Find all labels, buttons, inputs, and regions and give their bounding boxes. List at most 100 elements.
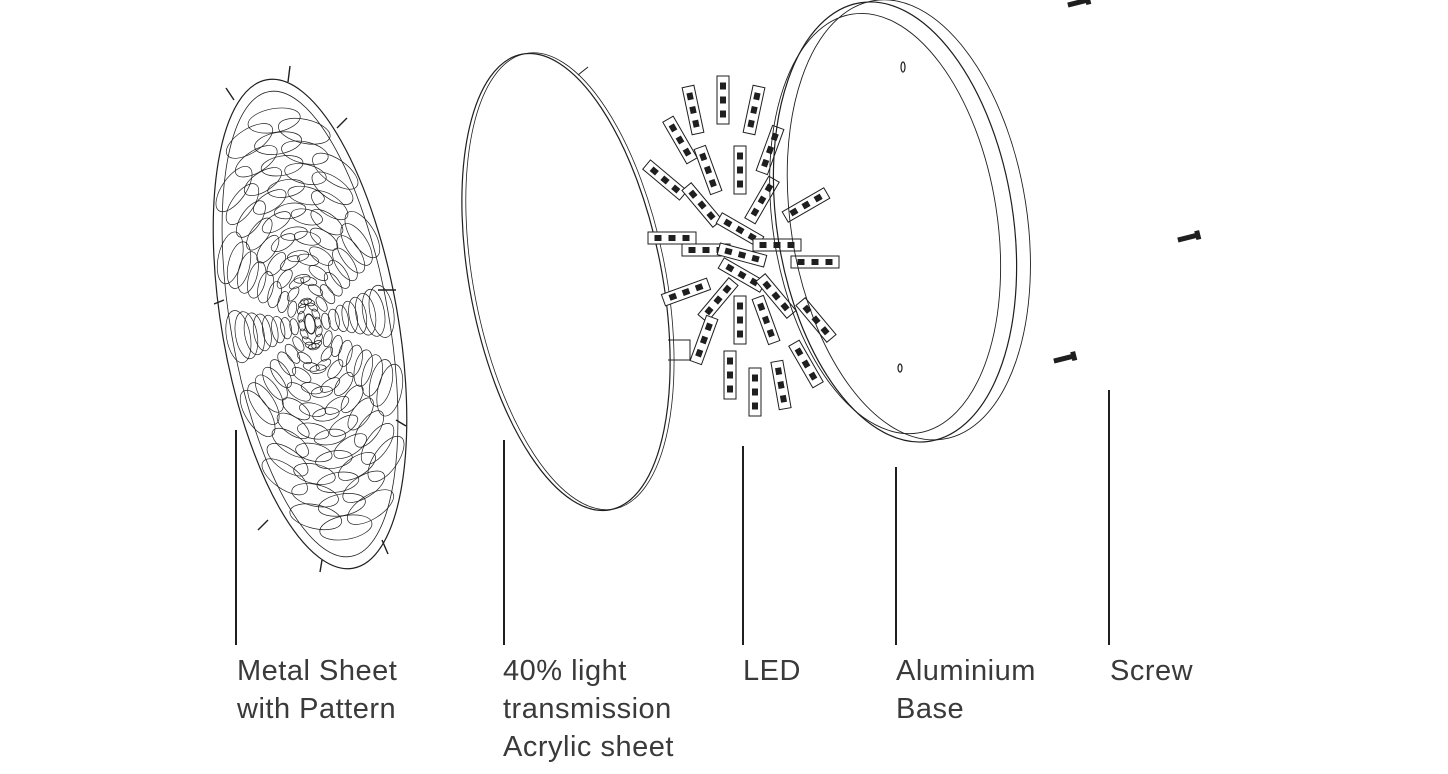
pattern-petal	[246, 217, 273, 251]
pattern-petal	[302, 362, 320, 372]
pattern-petal	[346, 489, 395, 525]
pattern-petal	[279, 255, 300, 271]
screw-icon	[1177, 230, 1202, 243]
pattern-petal	[311, 190, 349, 221]
pattern-petal	[353, 349, 373, 387]
pattern-petal	[345, 344, 363, 377]
pattern-petal	[297, 253, 320, 266]
pattern-petal	[334, 372, 354, 396]
pattern-petal	[236, 200, 266, 238]
pattern-petal	[354, 410, 384, 448]
pattern-petal	[286, 286, 300, 302]
pattern-petal	[355, 292, 377, 336]
metal-sheet-leader-line	[235, 430, 237, 645]
pattern-petal	[310, 208, 344, 236]
screw-label: Screw	[1110, 655, 1194, 687]
pattern-petal	[225, 123, 274, 159]
led-strip	[716, 242, 768, 268]
pattern-petal	[329, 414, 359, 437]
pattern-petal	[243, 312, 265, 356]
pattern-petal	[276, 412, 310, 440]
pattern-petal	[271, 427, 309, 458]
pattern-petal	[247, 382, 280, 425]
pattern-petal	[368, 284, 395, 338]
pattern-petal	[284, 343, 301, 364]
pattern-petal	[293, 231, 321, 246]
pattern-petal	[276, 269, 293, 289]
pattern-petal	[289, 503, 343, 531]
pattern-petal	[267, 281, 282, 309]
pattern-petal	[376, 363, 404, 417]
pattern-petal	[341, 300, 359, 334]
pattern-petal	[327, 359, 344, 379]
pattern-petal	[300, 297, 312, 305]
pattern-petal	[300, 276, 318, 286]
pattern-petal	[334, 304, 349, 332]
led-strip	[647, 231, 697, 245]
pattern-petal	[311, 340, 323, 349]
pattern-petal	[323, 272, 343, 297]
pattern-petal	[320, 346, 334, 362]
pattern-petal	[269, 359, 292, 389]
pattern-petal	[273, 202, 307, 220]
pattern-petal	[360, 423, 395, 465]
pattern-petal	[225, 310, 252, 364]
pattern-petal	[319, 514, 373, 541]
pattern-petal	[328, 259, 351, 289]
pattern-petal	[216, 231, 244, 285]
pattern-petal	[347, 397, 374, 431]
pattern-petal	[287, 300, 298, 318]
pattern-petal	[308, 343, 320, 351]
pattern-petal	[266, 443, 309, 477]
led-strip	[717, 257, 767, 293]
led-strip	[681, 84, 705, 136]
led-strip	[660, 277, 712, 307]
pattern-petal	[288, 277, 305, 290]
led-strip	[751, 294, 781, 346]
pattern-petal	[320, 377, 341, 393]
screw-illustration	[1053, 0, 1202, 364]
pattern-petal	[292, 336, 305, 352]
pattern-petal	[252, 313, 272, 352]
pattern-petal	[322, 330, 333, 348]
pattern-petal	[344, 211, 381, 259]
pattern-petal	[367, 435, 405, 482]
led-strip	[733, 145, 747, 195]
pattern-petal	[289, 318, 299, 336]
pattern-petal	[321, 312, 331, 330]
pattern-petal	[215, 166, 253, 213]
pattern-petal	[330, 335, 343, 357]
led-strip	[781, 187, 831, 223]
pattern-petal	[291, 483, 339, 508]
pattern-petal	[324, 396, 350, 415]
pattern-petal	[226, 241, 252, 289]
pattern-petal	[314, 316, 322, 329]
pattern-petal	[312, 407, 340, 422]
screw-icon	[1067, 0, 1092, 8]
acrylic-sheet-illustration	[461, 52, 691, 512]
pattern-petal	[316, 471, 360, 493]
pattern-petal	[297, 299, 309, 308]
pattern-petal	[299, 328, 309, 340]
pattern-petal	[260, 155, 304, 177]
metal-sheet-label: Metal Sheet with Pattern	[237, 655, 398, 725]
pattern-petal	[277, 351, 297, 376]
pattern-petal	[297, 310, 305, 323]
pattern-petal	[361, 288, 386, 337]
pattern-petal	[261, 211, 291, 234]
pattern-petal	[277, 291, 290, 313]
pattern-petal	[252, 189, 287, 215]
led-strip	[642, 159, 688, 201]
pattern-petal	[270, 233, 296, 252]
pattern-petal	[309, 246, 334, 266]
pattern-petal	[342, 470, 386, 503]
pattern-petal	[266, 252, 286, 276]
pattern-petal	[267, 178, 305, 198]
pattern-petal	[299, 402, 327, 417]
led-strip	[662, 115, 698, 165]
pattern-petal	[234, 145, 278, 178]
pattern-petal	[296, 351, 312, 365]
pattern-petal	[332, 247, 358, 282]
metal-sheet-illustration	[212, 65, 408, 573]
